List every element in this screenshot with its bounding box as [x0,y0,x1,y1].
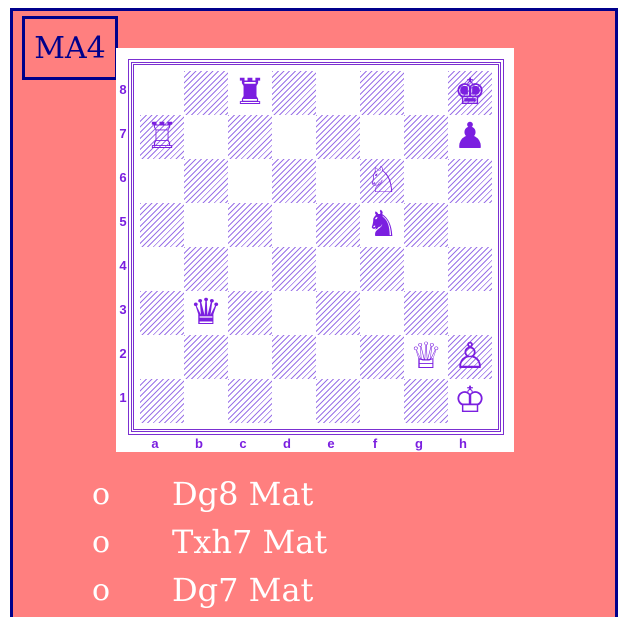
answer-text: Dg8 Mat [172,475,313,513]
square-a6[interactable] [140,159,184,203]
square-f8[interactable] [360,71,404,115]
square-e1[interactable] [316,379,360,423]
black-rook-icon[interactable]: ♜ [228,71,272,115]
square-g7[interactable] [404,115,448,159]
square-f1[interactable] [360,379,404,423]
square-e3[interactable] [316,291,360,335]
square-h5[interactable] [448,203,492,247]
file-label: a [133,436,177,451]
file-label: e [309,436,353,451]
answer-option-1[interactable]: o Dg8 Mat [92,470,327,518]
square-a3[interactable] [140,291,184,335]
square-f2[interactable] [360,335,404,379]
square-a4[interactable] [140,247,184,291]
file-label: b [177,436,221,451]
square-g4[interactable] [404,247,448,291]
square-b8[interactable] [184,71,228,115]
square-b5[interactable] [184,203,228,247]
square-d7[interactable] [272,115,316,159]
answer-text: Dg7 Mat [172,571,313,609]
rank-label: 4 [116,258,130,273]
square-d4[interactable] [272,247,316,291]
puzzle-label: MA4 [22,16,118,80]
square-g5[interactable] [404,203,448,247]
square-c2[interactable] [228,335,272,379]
square-c5[interactable] [228,203,272,247]
square-c7[interactable] [228,115,272,159]
rank-label: 6 [116,170,130,185]
square-b4[interactable] [184,247,228,291]
square-f4[interactable] [360,247,404,291]
rank-label: 5 [116,214,130,229]
answer-text: Txh7 Mat [172,523,327,561]
chessboard[interactable]: ♜ ♚ ♖ ♟ ♘♞ ♛ ♕♙♔ [131,62,501,432]
square-e2[interactable] [316,335,360,379]
answer-options: o Dg8 Mat o Txh7 Mat o Dg7 Mat [92,470,327,614]
black-king-icon[interactable]: ♚ [448,71,492,115]
square-e8[interactable] [316,71,360,115]
white-knight-icon[interactable]: ♘ [360,159,404,203]
square-h3[interactable] [448,291,492,335]
rank-label: 3 [116,302,130,317]
square-f7[interactable] [360,115,404,159]
square-b1[interactable] [184,379,228,423]
white-king-icon[interactable]: ♔ [448,379,492,423]
square-b7[interactable] [184,115,228,159]
square-g6[interactable] [404,159,448,203]
rank-label: 1 [116,390,130,405]
square-a5[interactable] [140,203,184,247]
white-rook-icon[interactable]: ♖ [140,115,184,159]
square-b2[interactable] [184,335,228,379]
square-h6[interactable] [448,159,492,203]
square-e5[interactable] [316,203,360,247]
square-c3[interactable] [228,291,272,335]
black-pawn-icon[interactable]: ♟ [448,115,492,159]
square-d2[interactable] [272,335,316,379]
square-g3[interactable] [404,291,448,335]
square-b6[interactable] [184,159,228,203]
square-c1[interactable] [228,379,272,423]
bullet-icon: o [92,525,172,560]
square-a8[interactable] [140,71,184,115]
square-d5[interactable] [272,203,316,247]
square-g1[interactable] [404,379,448,423]
square-d8[interactable] [272,71,316,115]
black-queen-icon[interactable]: ♛ [184,291,228,335]
square-e4[interactable] [316,247,360,291]
file-label: c [221,436,265,451]
rank-label: 7 [116,126,130,141]
square-d1[interactable] [272,379,316,423]
square-g8[interactable] [404,71,448,115]
square-e6[interactable] [316,159,360,203]
square-a2[interactable] [140,335,184,379]
square-e7[interactable] [316,115,360,159]
square-d3[interactable] [272,291,316,335]
file-label: h [441,436,485,451]
square-c6[interactable] [228,159,272,203]
bullet-icon: o [92,477,172,512]
square-d6[interactable] [272,159,316,203]
square-a1[interactable] [140,379,184,423]
square-c4[interactable] [228,247,272,291]
white-pawn-icon[interactable]: ♙ [448,335,492,379]
rank-label: 8 [116,82,130,97]
file-label: f [353,436,397,451]
rank-label: 2 [116,346,130,361]
square-f3[interactable] [360,291,404,335]
file-label: d [265,436,309,451]
answer-option-3[interactable]: o Dg7 Mat [92,566,327,614]
black-knight-icon[interactable]: ♞ [360,203,404,247]
bullet-icon: o [92,573,172,608]
white-queen-icon[interactable]: ♕ [404,335,448,379]
square-h4[interactable] [448,247,492,291]
file-label: g [397,436,441,451]
answer-option-2[interactable]: o Txh7 Mat [92,518,327,566]
